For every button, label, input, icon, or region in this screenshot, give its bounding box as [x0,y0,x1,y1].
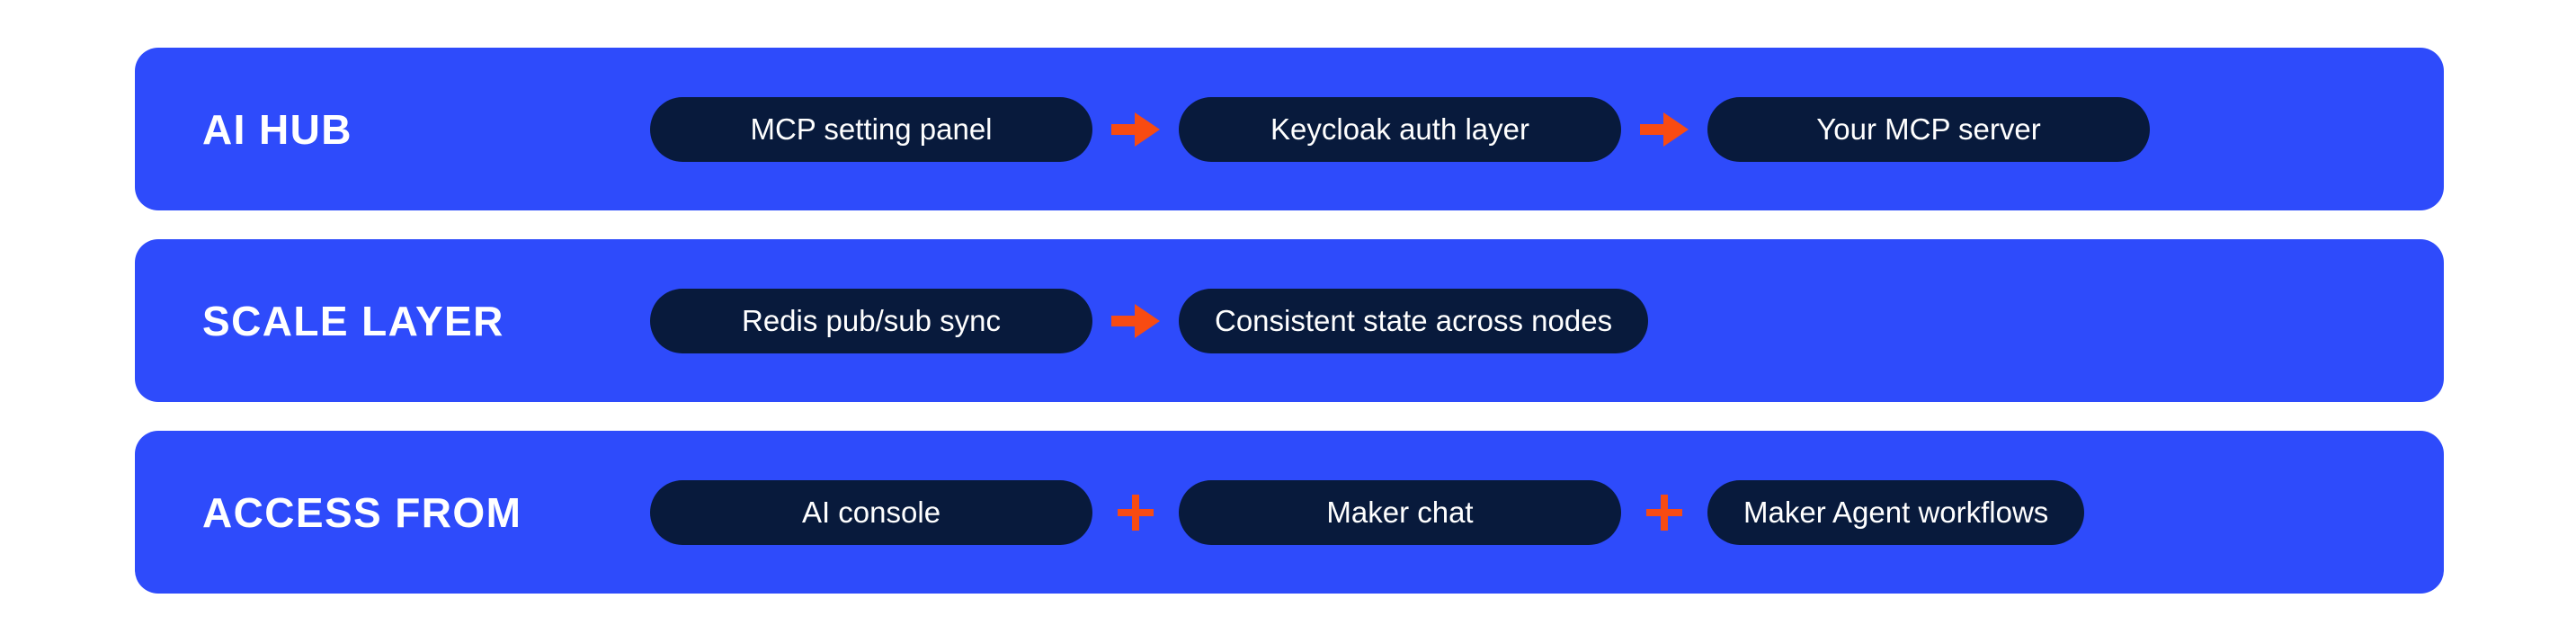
separator-arrow [1621,97,1707,162]
pill-mcp-setting-panel[interactable]: MCP setting panel [650,96,1092,162]
separator-arrow [1092,289,1179,353]
separator-plus [1621,480,1707,545]
pill-redis-pubsub-sync[interactable]: Redis pub/sub sync [650,288,1092,353]
band-scale-layer: SCALE LAYER Redis pub/sub sync Consisten… [135,239,2444,402]
band-label-access-from: ACCESS FROM [202,488,522,536]
pill-label: Consistent state across nodes [1215,304,1613,337]
plus-icon [1118,494,1154,531]
plus-icon [1646,494,1682,531]
arrow-right-icon [1111,112,1160,147]
pill-label: AI console [801,496,941,529]
arrow-right-icon [1640,112,1689,147]
band-ai-hub: AI HUB MCP setting panel Keycloak auth l… [135,48,2444,210]
pill-label: Your MCP server [1816,112,2041,146]
band-items-scale-layer: Redis pub/sub sync Consistent state acro… [650,288,1649,353]
pill-label: Keycloak auth layer [1270,112,1529,146]
pill-maker-agent-workflows[interactable]: Maker Agent workflows [1707,479,2085,545]
pill-maker-chat[interactable]: Maker chat [1179,479,1621,545]
band-items-access-from: AI console Maker chat Maker Agent workfl… [650,479,2085,545]
pill-label: Maker Agent workflows [1743,496,2049,529]
band-label-ai-hub: AI HUB [202,105,352,153]
pill-label: MCP setting panel [750,112,993,146]
pill-consistent-state-across-nodes[interactable]: Consistent state across nodes [1179,288,1649,353]
arrow-right-icon [1111,303,1160,338]
band-label-scale-layer: SCALE LAYER [202,297,504,344]
pill-label: Redis pub/sub sync [742,304,1001,337]
pill-ai-console[interactable]: AI console [650,479,1092,545]
band-access-from: ACCESS FROM AI console Maker chat [135,431,2444,594]
band-items-ai-hub: MCP setting panel Keycloak auth layer Yo… [650,96,2150,162]
separator-arrow [1092,97,1179,162]
pill-keycloak-auth-layer[interactable]: Keycloak auth layer [1179,96,1621,162]
separator-plus [1092,480,1179,545]
pill-your-mcp-server[interactable]: Your MCP server [1707,96,2150,162]
pill-label: Maker chat [1326,496,1474,529]
